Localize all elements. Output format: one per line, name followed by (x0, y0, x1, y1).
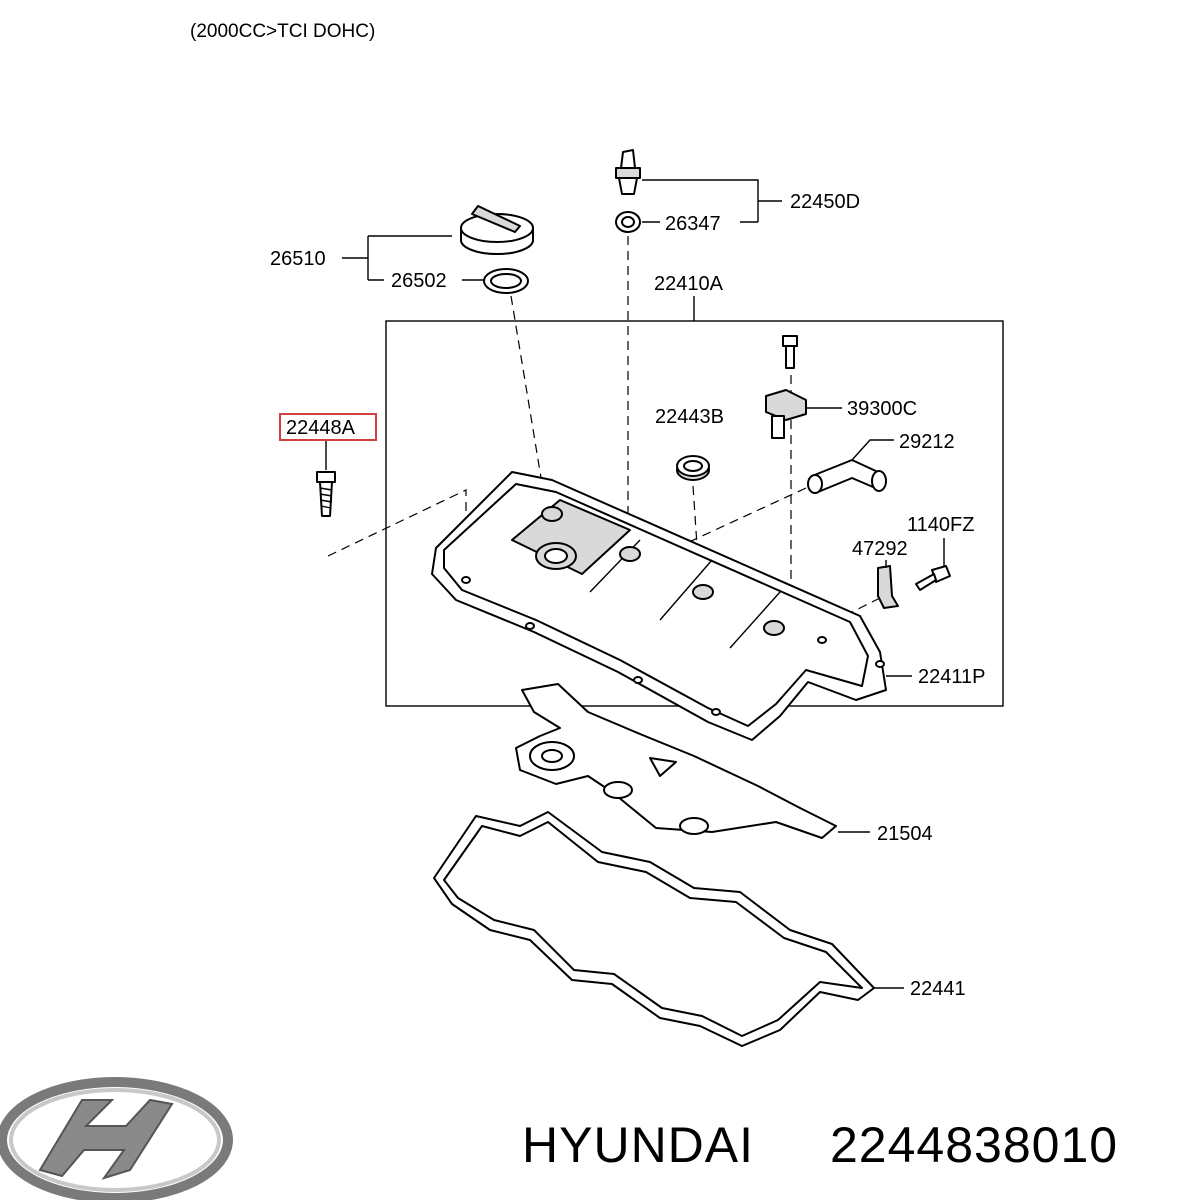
part-number: 2244838010 (830, 1117, 1118, 1173)
label-22448A[interactable]: 22448A (286, 417, 356, 439)
leader-29212 (851, 439, 894, 461)
label-22411P: 22411P (918, 666, 985, 688)
engine-spec-header: (2000CC>TCI DOHC) (190, 21, 375, 42)
label-1140FZ: 1140FZ (907, 514, 974, 536)
label-39300C: 39300C (847, 398, 917, 420)
label-22410A: 22410A (654, 273, 724, 295)
pcv-valve-icon (615, 149, 641, 195)
oil-filler-cap-icon (460, 205, 534, 255)
leader-26510 (342, 235, 452, 281)
breather-hose-icon (807, 459, 887, 494)
brand-name: HYUNDAI (522, 1117, 754, 1173)
label-22441: 22441 (910, 978, 966, 1000)
hyundai-logo-icon (0, 1077, 233, 1200)
label-29212: 29212 (899, 431, 955, 453)
plug-tube-gasket-icon (515, 683, 837, 839)
pcv-gasket-icon (615, 211, 641, 233)
cap-gasket-icon (483, 268, 529, 294)
align-cap (510, 295, 549, 521)
align-bracket (851, 597, 881, 613)
spark-plug-seal-icon (676, 455, 710, 481)
label-22443B: 22443B (655, 406, 724, 428)
valve-cover-icon (431, 471, 887, 741)
bracket-icon (877, 565, 899, 609)
label-47292: 47292 (852, 538, 908, 560)
label-22450D: 22450D (790, 191, 860, 213)
sensor-bolt-icon (782, 335, 798, 369)
align-bolt (327, 489, 467, 575)
label-21504: 21504 (877, 823, 933, 845)
leader-22450D (642, 179, 782, 223)
label-26347: 26347 (665, 213, 721, 235)
label-26510: 26510 (270, 248, 326, 270)
label-26502: 26502 (391, 270, 447, 292)
cover-bolt-icon (316, 471, 336, 517)
camshaft-sensor-icon (765, 389, 807, 439)
highlight-box-22448A (279, 413, 377, 441)
small-bolt-icon (915, 565, 951, 591)
valve-cover-gasket-icon (433, 811, 875, 1047)
